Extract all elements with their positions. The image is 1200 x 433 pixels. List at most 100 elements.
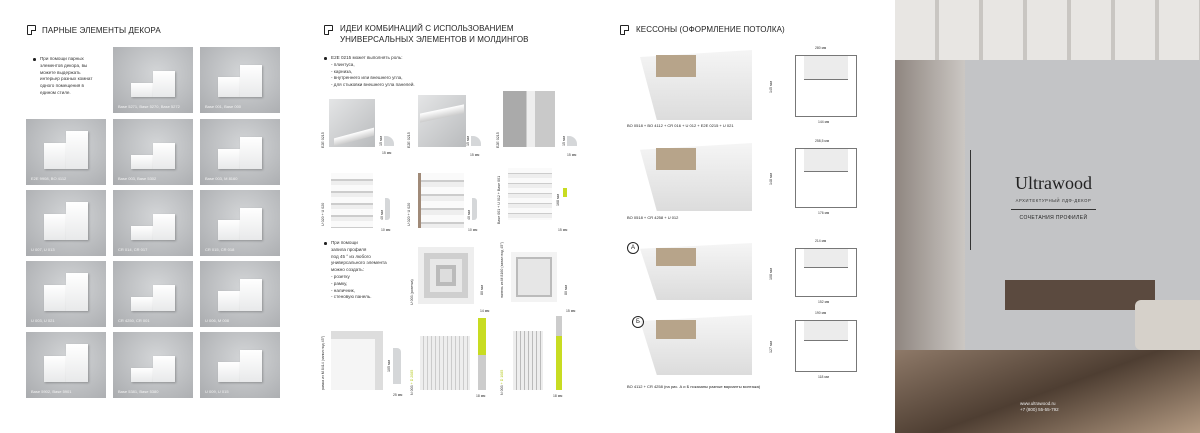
profile-section: [471, 136, 481, 146]
dimension-height: 15 мм: [562, 136, 566, 146]
wood-beam: [656, 248, 696, 266]
dimension-height: 40 мм: [380, 210, 384, 220]
bullet-text-content: При помощи парных элементов декора, вы м…: [40, 56, 93, 95]
bullet-line: - плинтуса,: [331, 61, 355, 67]
wood-beam: [656, 55, 696, 77]
molding-sample: [66, 202, 88, 240]
column-image: [420, 336, 470, 390]
molding-sample: [131, 155, 153, 169]
tile-caption: Base 5271, Base 5270, Base 5272: [118, 104, 180, 109]
page-title: Парные элементы декора: [42, 26, 161, 35]
molding-sample: [153, 285, 175, 311]
product-tile: Base 003, Base 5302: [113, 119, 193, 185]
sofa: [1135, 300, 1200, 350]
dimension: 18 мм: [553, 394, 563, 398]
dimension: 18 мм: [476, 394, 486, 398]
bullet-e2e: E2E 0215 может выполнять роль:- плинтуса…: [324, 55, 441, 89]
caisson-drawing: [795, 55, 857, 117]
label-part: N 003: [500, 385, 504, 395]
beam-section: [804, 56, 848, 80]
tile-caption: E2E 9908, BO 4112: [31, 176, 67, 181]
molding-sample: [44, 356, 66, 382]
dimension-height: 40 мм: [467, 210, 471, 220]
profile-section: [393, 348, 401, 384]
rosette-image: [418, 247, 474, 304]
dimension-side: 127 мм: [769, 341, 773, 353]
label-part: N 003: [410, 385, 414, 395]
molding-sample: [131, 368, 153, 382]
product-tile: Base 5381, Base 5380: [113, 332, 193, 398]
beam-section: [804, 149, 848, 173]
molding-sample: [218, 291, 240, 311]
caisson-drawing: [795, 248, 857, 297]
green-highlight: [563, 188, 567, 197]
page-corner-icon: [620, 25, 629, 35]
molding-sample: [153, 214, 175, 240]
molding-sample: [218, 77, 240, 97]
dimension: 15 мм: [558, 228, 568, 232]
divider: [1011, 209, 1096, 210]
dimension-side: 145 мм: [769, 81, 773, 93]
website-link[interactable]: www.ultrawood.ru: [1020, 401, 1056, 406]
product-tile: U 006, M 008: [200, 261, 280, 327]
product-image: [503, 91, 555, 147]
product-label: N 003 + D 1085: [500, 370, 504, 395]
beam-section: [804, 249, 848, 268]
dimension-top: 258,5 мм: [815, 139, 830, 143]
frame-image: [331, 331, 383, 390]
bullet-line: можно создать:: [331, 267, 364, 273]
product-tile: U 003, U 021: [26, 261, 106, 327]
molding-sample: [66, 131, 88, 169]
tile-caption: Base 003, M 8160: [205, 176, 238, 181]
molding-sample: [240, 208, 262, 240]
caisson-caption: BO 0518 + BO 4112 + CR 016 + U 012 + E2E…: [627, 123, 734, 128]
product-label: U 020 + U 020: [321, 202, 325, 226]
marker-b: Б: [632, 316, 644, 328]
product-image: [331, 173, 373, 228]
tile-caption: Base 003, Base 5302: [118, 176, 157, 181]
product-label: U 020 + U 020: [407, 202, 411, 226]
wood-beam: [656, 148, 696, 170]
product-tile: CR 015, CR 018: [200, 190, 280, 256]
molding-sample: [66, 273, 88, 311]
molding-sample: [131, 226, 153, 240]
label-part: + D 2085: [410, 369, 414, 385]
molding-sample: [131, 83, 153, 97]
tile-caption: CR 4250, CR 001: [118, 318, 150, 323]
dimension: 25 мм: [393, 393, 403, 397]
product-tile: Base 001, Base 000: [200, 47, 280, 113]
dimension-bottom: 152 мм: [818, 300, 830, 304]
dimension: 14 мм: [480, 309, 490, 313]
molding-sample: [131, 297, 153, 311]
dimension: 10 мм: [468, 228, 478, 232]
dimension: 15 мм: [470, 153, 480, 157]
product-image: [329, 99, 375, 147]
contacts: www.ultrawood.ru +7 (800) 55-55-792: [1020, 401, 1059, 413]
page-title: Идеи комбинаций с использованием универс…: [340, 24, 529, 45]
tile-caption: U 009, U 015: [205, 389, 229, 394]
dimension-height: 15 мм: [466, 136, 470, 146]
product-label: E2E 0215: [321, 132, 325, 148]
product-tile: CR 4250, CR 001: [113, 261, 193, 327]
product-image: [508, 168, 552, 220]
page-corner-icon: [27, 25, 36, 35]
bullet-text: При помощи парных элементов декора, вы м…: [33, 56, 95, 97]
bullet-line: - розетку: [331, 273, 350, 279]
bullet-line: При помощи: [331, 240, 358, 245]
molding-sample: [66, 344, 88, 382]
profile-section: [384, 136, 394, 146]
tile-caption: U 006, M 008: [205, 318, 230, 323]
profile-bar: [478, 355, 486, 390]
product-tile: E2E 9908, BO 4112: [26, 119, 106, 185]
product-label: E2E 0215: [407, 132, 411, 148]
product-tile: CR 014, CR 017: [113, 190, 193, 256]
caisson-caption: BO 4112 + CR 4258 (на рис. А и Б показан…: [627, 384, 761, 389]
product-label: Base 001 + U 012 + Base 001: [497, 175, 501, 224]
dimension-height: 168 мм: [556, 194, 560, 206]
dimension-bottom: 118 мм: [818, 375, 830, 379]
title-line: универсальных элементов и молдингов: [340, 34, 529, 44]
tile-caption: Base 5902, Base 5901: [31, 389, 72, 394]
molding-sample: [218, 362, 240, 382]
caisson-drawing: [795, 148, 857, 208]
